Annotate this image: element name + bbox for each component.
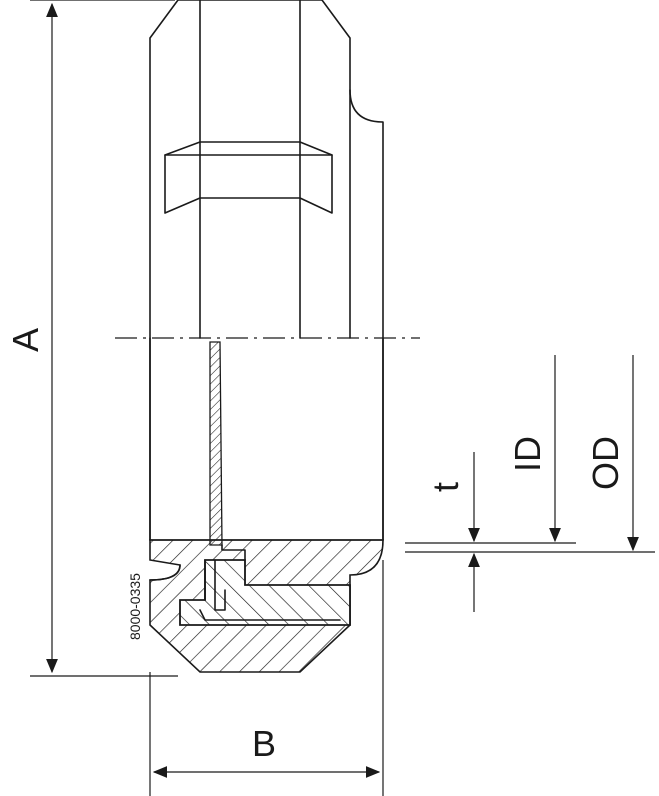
nut-body xyxy=(149,0,384,541)
dimension-a-label: A xyxy=(5,328,46,352)
nut-lug xyxy=(164,141,333,214)
nut-lower-body xyxy=(149,337,384,541)
section-view xyxy=(149,539,384,673)
dimension-id-label: ID xyxy=(507,436,548,472)
dimension-b-label: B xyxy=(252,723,276,764)
dimension-wall: t ID OD xyxy=(405,355,655,612)
part-code: 8000-0335 xyxy=(127,573,143,640)
dimension-b: B xyxy=(149,560,384,796)
dimension-od-label: OD xyxy=(585,436,626,490)
dimension-t-label: t xyxy=(425,482,466,492)
gasket-strip xyxy=(209,341,223,546)
dimension-a: A xyxy=(5,0,178,677)
